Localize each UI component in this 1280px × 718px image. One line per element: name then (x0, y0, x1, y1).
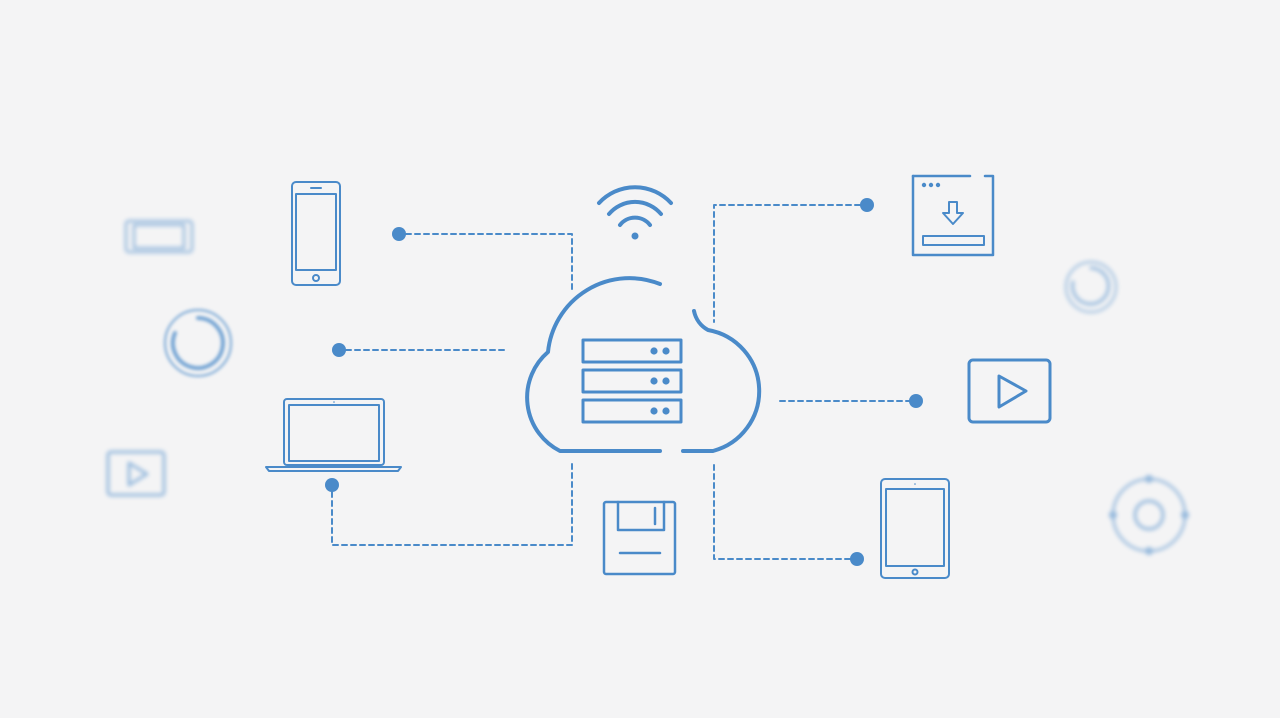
server-unit (581, 368, 683, 394)
wifi-icon (597, 185, 673, 240)
play-icon (997, 374, 1028, 409)
download-arrow-icon (942, 201, 964, 225)
connector-laptop (331, 461, 573, 546)
loading-ring-icon (164, 309, 232, 377)
cloud-outline-left (525, 276, 662, 453)
server-unit (581, 398, 683, 424)
floppy-disk-icon (602, 500, 677, 576)
cloud-server-icon (525, 276, 762, 453)
video-player-icon (967, 358, 1052, 424)
connector-download (713, 204, 861, 323)
connector-phone (405, 233, 573, 291)
smartphone-icon (291, 181, 341, 286)
cloud-outline-right (681, 309, 762, 453)
server-lights (650, 347, 670, 415)
blurred-target-icon (1109, 475, 1189, 555)
server-unit (581, 338, 683, 364)
server-stack (581, 338, 683, 424)
connector-endpoints (325, 198, 923, 566)
blurred-loading-ring-icon (1065, 261, 1117, 313)
endpoint-dot (332, 343, 346, 357)
laptop-icon (265, 398, 402, 472)
tablet-icon (880, 478, 950, 579)
endpoint-dot (850, 552, 864, 566)
endpoint-dot (860, 198, 874, 212)
connector-lines (331, 204, 910, 560)
blurred-phone-landscape-icon (124, 219, 194, 254)
connector-tablet (713, 461, 851, 560)
endpoint-dot (909, 394, 923, 408)
endpoint-dot (392, 227, 406, 241)
download-window-icon (911, 174, 995, 257)
endpoint-dot (325, 478, 339, 492)
blurred-play-icon (106, 450, 166, 497)
